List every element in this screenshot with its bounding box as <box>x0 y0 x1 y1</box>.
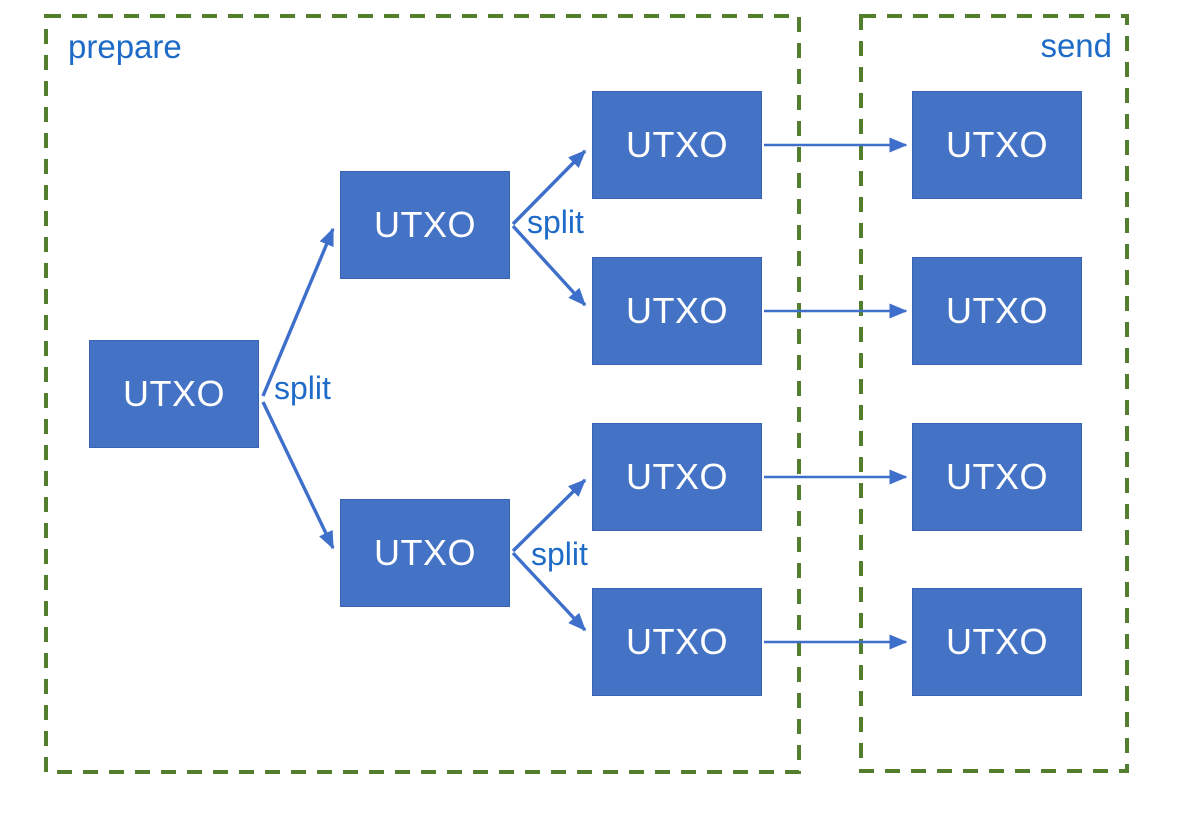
utxo-node-root: UTXO <box>89 340 259 448</box>
utxo-node-level3-3: UTXO <box>592 423 762 531</box>
utxo-node-send-1: UTXO <box>912 91 1082 199</box>
utxo-node-level2-bottom: UTXO <box>340 499 510 607</box>
send-region-border <box>859 14 1129 773</box>
split-label-level2-top: split <box>527 204 584 240</box>
utxo-node-send-2: UTXO <box>912 257 1082 365</box>
utxo-node-level3-1: UTXO <box>592 91 762 199</box>
arrow-root-to-level2-bottom <box>261 401 335 550</box>
utxo-node-send-4: UTXO <box>912 588 1082 696</box>
arrow-level2bottom-to-level3-3 <box>511 478 587 553</box>
arrow-level2top-to-level3-1 <box>511 149 587 226</box>
utxo-node-level3-4: UTXO <box>592 588 762 696</box>
split-label-root: split <box>274 370 331 406</box>
utxo-node-level3-2: UTXO <box>592 257 762 365</box>
arrow-level2bottom-to-level3-4 <box>511 551 587 632</box>
split-label-level2-bottom: split <box>531 536 588 572</box>
send-region-label: send <box>1040 27 1112 64</box>
prepare-region-border <box>44 14 801 774</box>
utxo-node-send-3: UTXO <box>912 423 1082 531</box>
arrow-root-to-level2-top <box>261 227 335 397</box>
utxo-node-level2-top: UTXO <box>340 171 510 279</box>
arrow-level2top-to-level3-2 <box>511 224 587 307</box>
prepare-region-label: prepare <box>68 28 182 65</box>
